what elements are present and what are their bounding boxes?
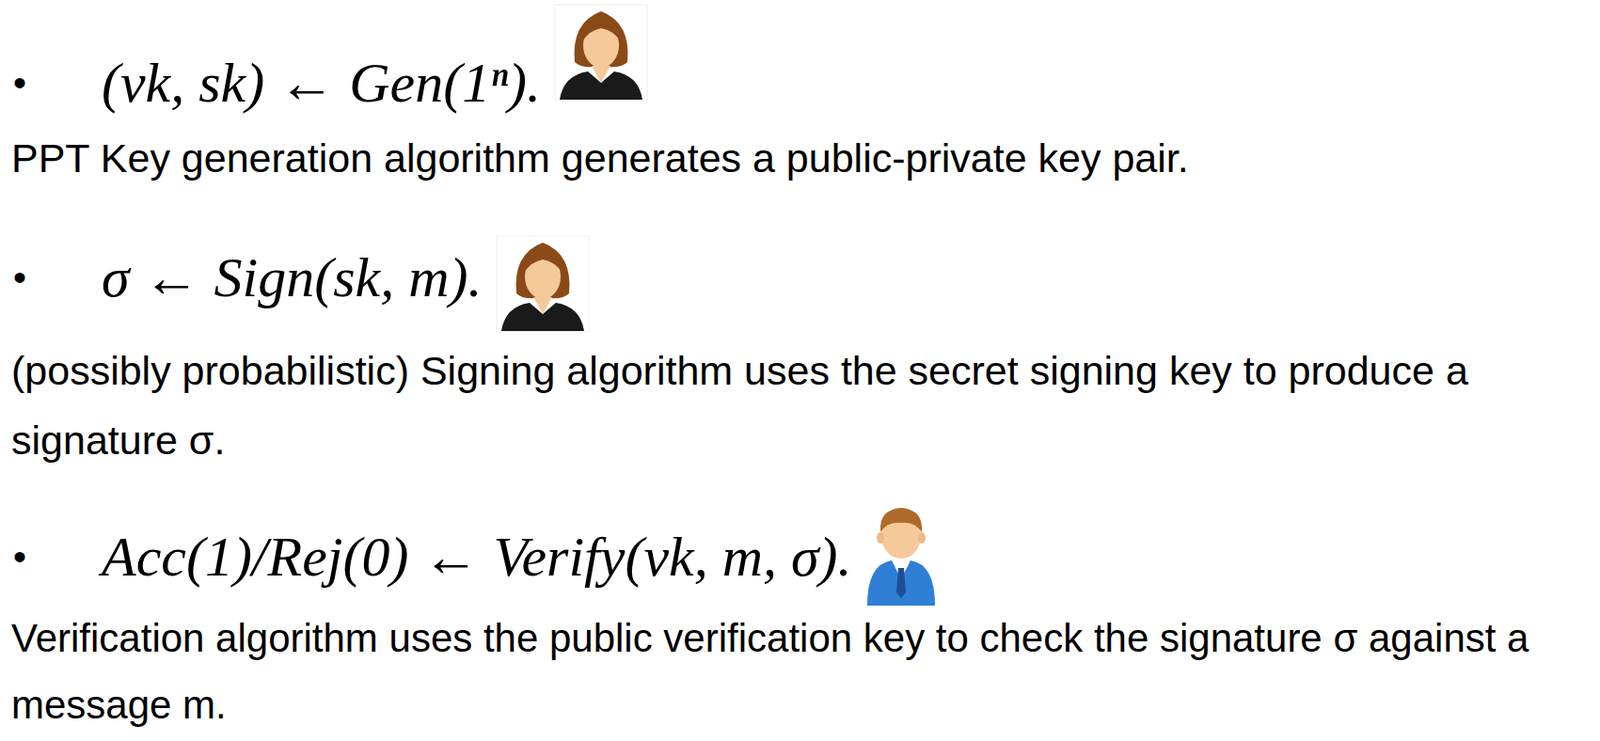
woman-icon <box>495 235 590 333</box>
bullet-mark: • <box>13 242 27 313</box>
formula-text: (vk, sk) ← Gen(1ⁿ). <box>101 47 541 118</box>
man-icon <box>865 502 937 608</box>
description-text: (possibly probabilistic) Signing algorit… <box>11 335 1592 476</box>
bullet-mark: • <box>13 47 27 118</box>
formula-text: Acc(1)/Rej(0) ← Verify(vk, m, σ). <box>101 522 853 592</box>
bullet-mark: • <box>13 522 27 592</box>
description-text: Verification algorithm uses the public v… <box>11 604 1592 739</box>
woman-icon <box>554 3 649 102</box>
formula-text: σ ← Sign(sk, m). <box>101 242 483 313</box>
description-text: PPT Key generation algorithm generates a… <box>11 123 1592 193</box>
